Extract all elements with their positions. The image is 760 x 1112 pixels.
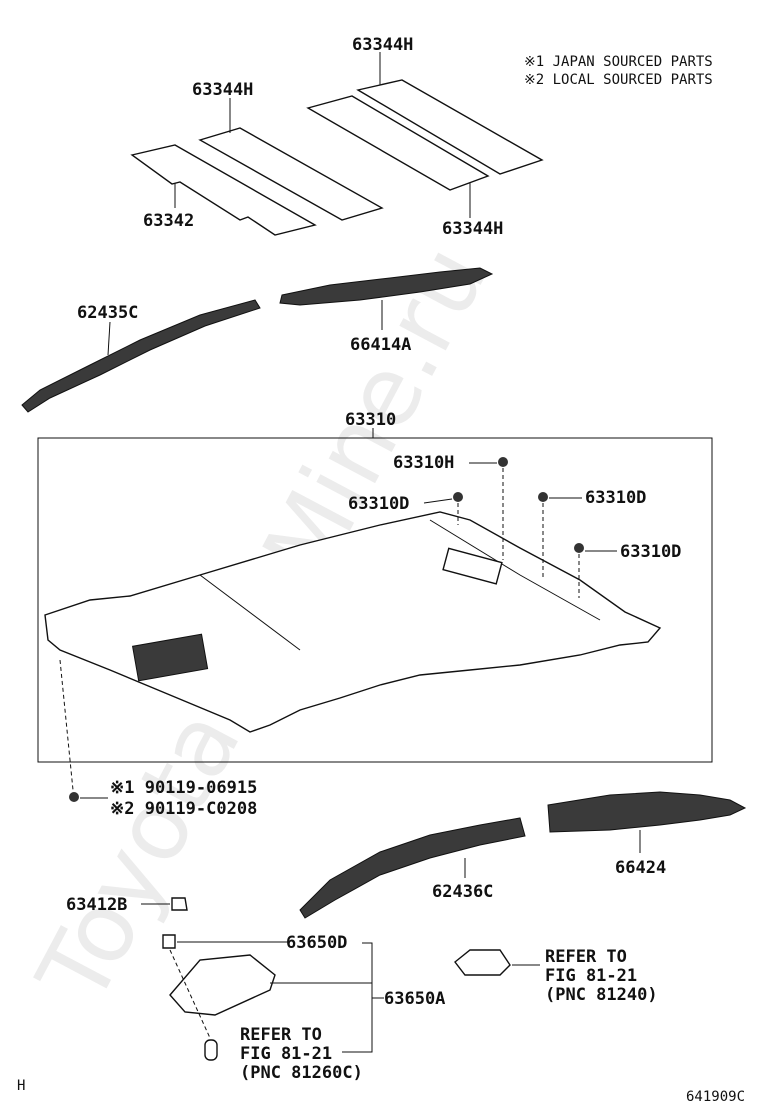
label-90119-2[interactable]: ※2 90119-C0208	[110, 799, 257, 819]
label-63310d-c[interactable]: 63310D	[620, 542, 681, 562]
ref-right-line2: FIG 81-21	[545, 966, 637, 986]
pads-group	[130, 79, 544, 236]
clip-63310d-c[interactable]	[574, 543, 584, 598]
headliner-frame	[37, 437, 713, 763]
screw-90119[interactable]	[69, 792, 79, 802]
strip-66414a[interactable]	[279, 267, 494, 306]
ref-left-line3: (PNC 81260C)	[240, 1063, 363, 1083]
label-63412b[interactable]: 63412B	[66, 895, 127, 915]
figure-code: 641909C	[686, 1089, 745, 1105]
ref-right-line1: REFER TO	[545, 947, 627, 967]
lamp-bulb[interactable]	[204, 1039, 218, 1061]
overhead-console-opening	[442, 547, 503, 585]
lamp-81240[interactable]	[454, 949, 511, 976]
label-63310[interactable]: 63310	[345, 410, 396, 430]
clip-63310h[interactable]	[498, 457, 508, 560]
clip-63412b[interactable]	[171, 897, 188, 911]
label-63344h-mid[interactable]: 63344H	[192, 80, 253, 100]
strip-66424[interactable]	[547, 791, 747, 833]
note-japan-sourced: ※1 JAPAN SOURCED PARTS	[524, 54, 713, 70]
label-63344h-top[interactable]: 63344H	[352, 35, 413, 55]
ref-right-line3: (PNC 81240)	[545, 985, 658, 1005]
headliner-crease-1	[199, 574, 301, 651]
label-63310d-a[interactable]: 63310D	[348, 494, 409, 514]
clip-63310d-a[interactable]	[453, 492, 463, 525]
label-63650d[interactable]: 63650D	[286, 933, 347, 953]
label-62435c[interactable]: 62435C	[77, 303, 138, 323]
headliner-63310[interactable]	[44, 511, 662, 733]
bracket-63650a	[342, 942, 373, 1053]
label-63310d-b[interactable]: 63310D	[585, 488, 646, 508]
label-63650a[interactable]: 63650A	[384, 989, 445, 1009]
label-63310h[interactable]: 63310H	[393, 453, 454, 473]
pad-63344h-mid[interactable]	[198, 127, 384, 221]
note-local-sourced: ※2 LOCAL SOURCED PARTS	[524, 72, 713, 88]
clip-63310d-b[interactable]	[538, 492, 548, 580]
label-62436c[interactable]: 62436C	[432, 882, 493, 902]
pad-63344h-left[interactable]	[306, 95, 490, 191]
ref-left-line2: FIG 81-21	[240, 1044, 332, 1064]
label-63342[interactable]: 63342	[143, 211, 194, 231]
strip-62436c[interactable]	[299, 817, 526, 919]
ref-left-line1: REFER TO	[240, 1025, 322, 1045]
leader-screw-dashed	[59, 659, 74, 791]
clip-63650d[interactable]	[162, 934, 176, 949]
label-90119-1[interactable]: ※1 90119-06915	[110, 778, 257, 798]
label-66414a[interactable]: 66414A	[350, 335, 411, 355]
pad-63344h-right[interactable]	[356, 79, 544, 175]
strip-62435c[interactable]	[21, 299, 261, 413]
corner-code-left: H	[17, 1078, 25, 1094]
leader-62435c	[107, 321, 111, 356]
label-66424[interactable]: 66424	[615, 858, 666, 878]
label-63344h-low[interactable]: 63344H	[442, 219, 503, 239]
sunroof-opening	[132, 633, 209, 682]
leader-lamp-dashed	[169, 949, 211, 1039]
leader-63310d-a	[423, 498, 453, 504]
headliner-crease-2	[429, 519, 601, 621]
